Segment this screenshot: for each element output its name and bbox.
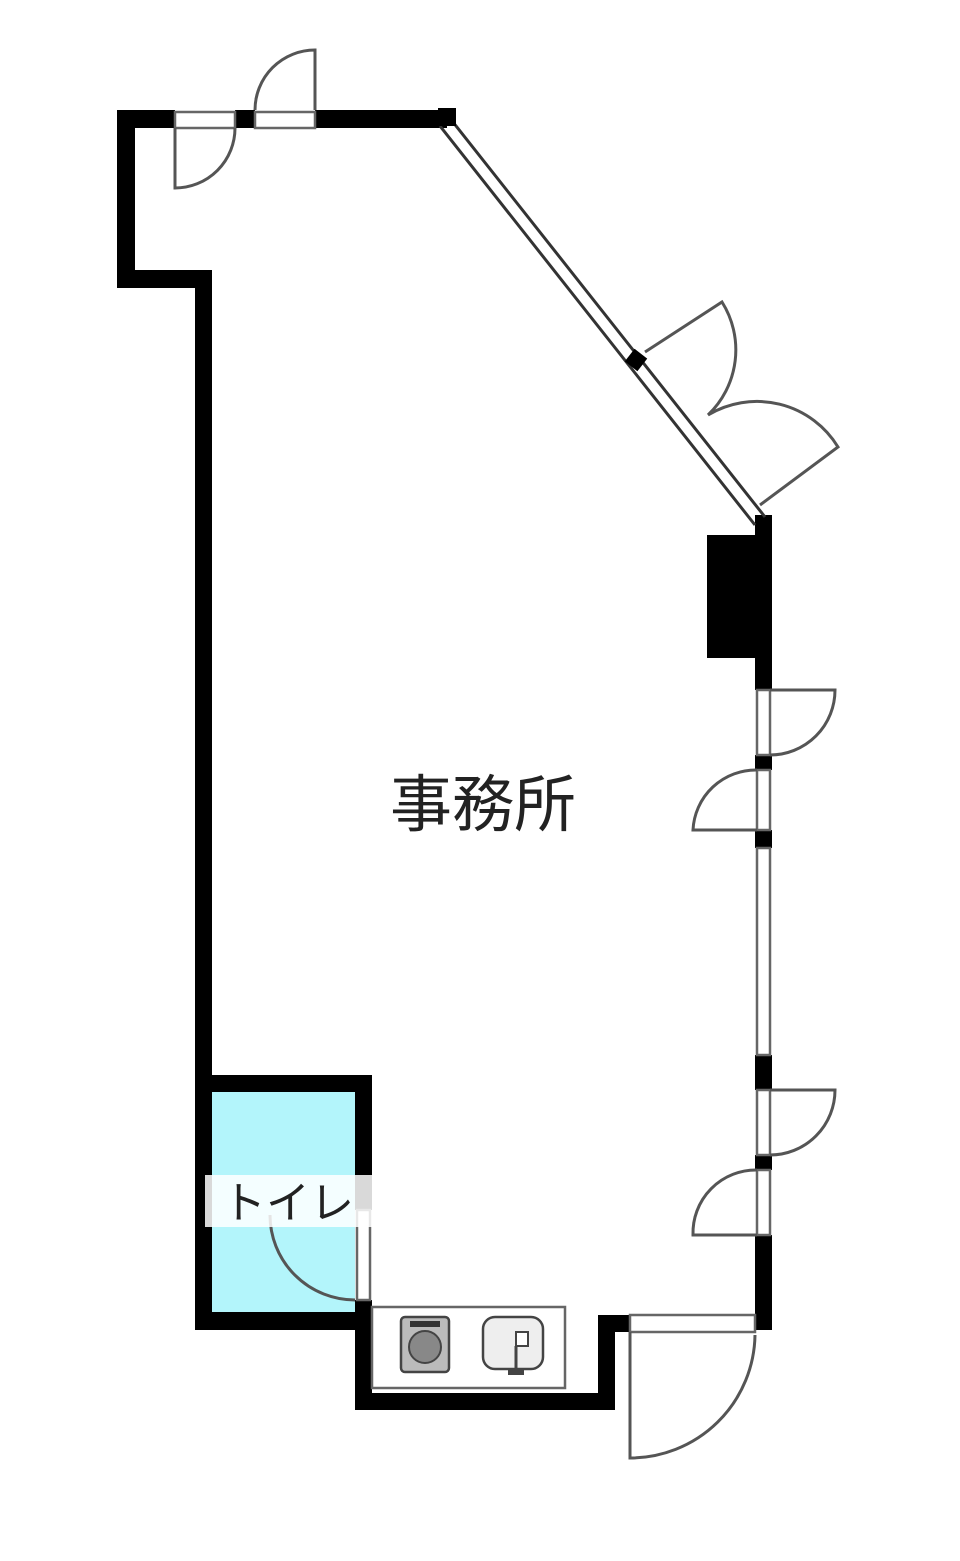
gas-stove-icon bbox=[399, 1315, 451, 1374]
doors[interactable] bbox=[173, 48, 840, 1460]
office-label: 事務所 bbox=[390, 768, 576, 841]
door-right-3 bbox=[769, 1088, 837, 1157]
door-right-2 bbox=[691, 768, 758, 832]
walls bbox=[117, 108, 772, 1410]
kitchen-counter bbox=[370, 1305, 567, 1390]
door-toilet bbox=[268, 1214, 356, 1302]
door-entrance bbox=[628, 1332, 757, 1460]
door-top-left-inner bbox=[173, 127, 237, 190]
sink-icon bbox=[481, 1315, 545, 1375]
door-right-4 bbox=[691, 1168, 758, 1237]
toilet-label: トイレ bbox=[222, 1178, 354, 1229]
openings bbox=[173, 110, 772, 1334]
door-diagonal-2 bbox=[707, 400, 840, 507]
door-right-1 bbox=[769, 688, 837, 757]
door-diagonal-1 bbox=[644, 299, 738, 417]
door-top-left-outer bbox=[253, 48, 317, 111]
